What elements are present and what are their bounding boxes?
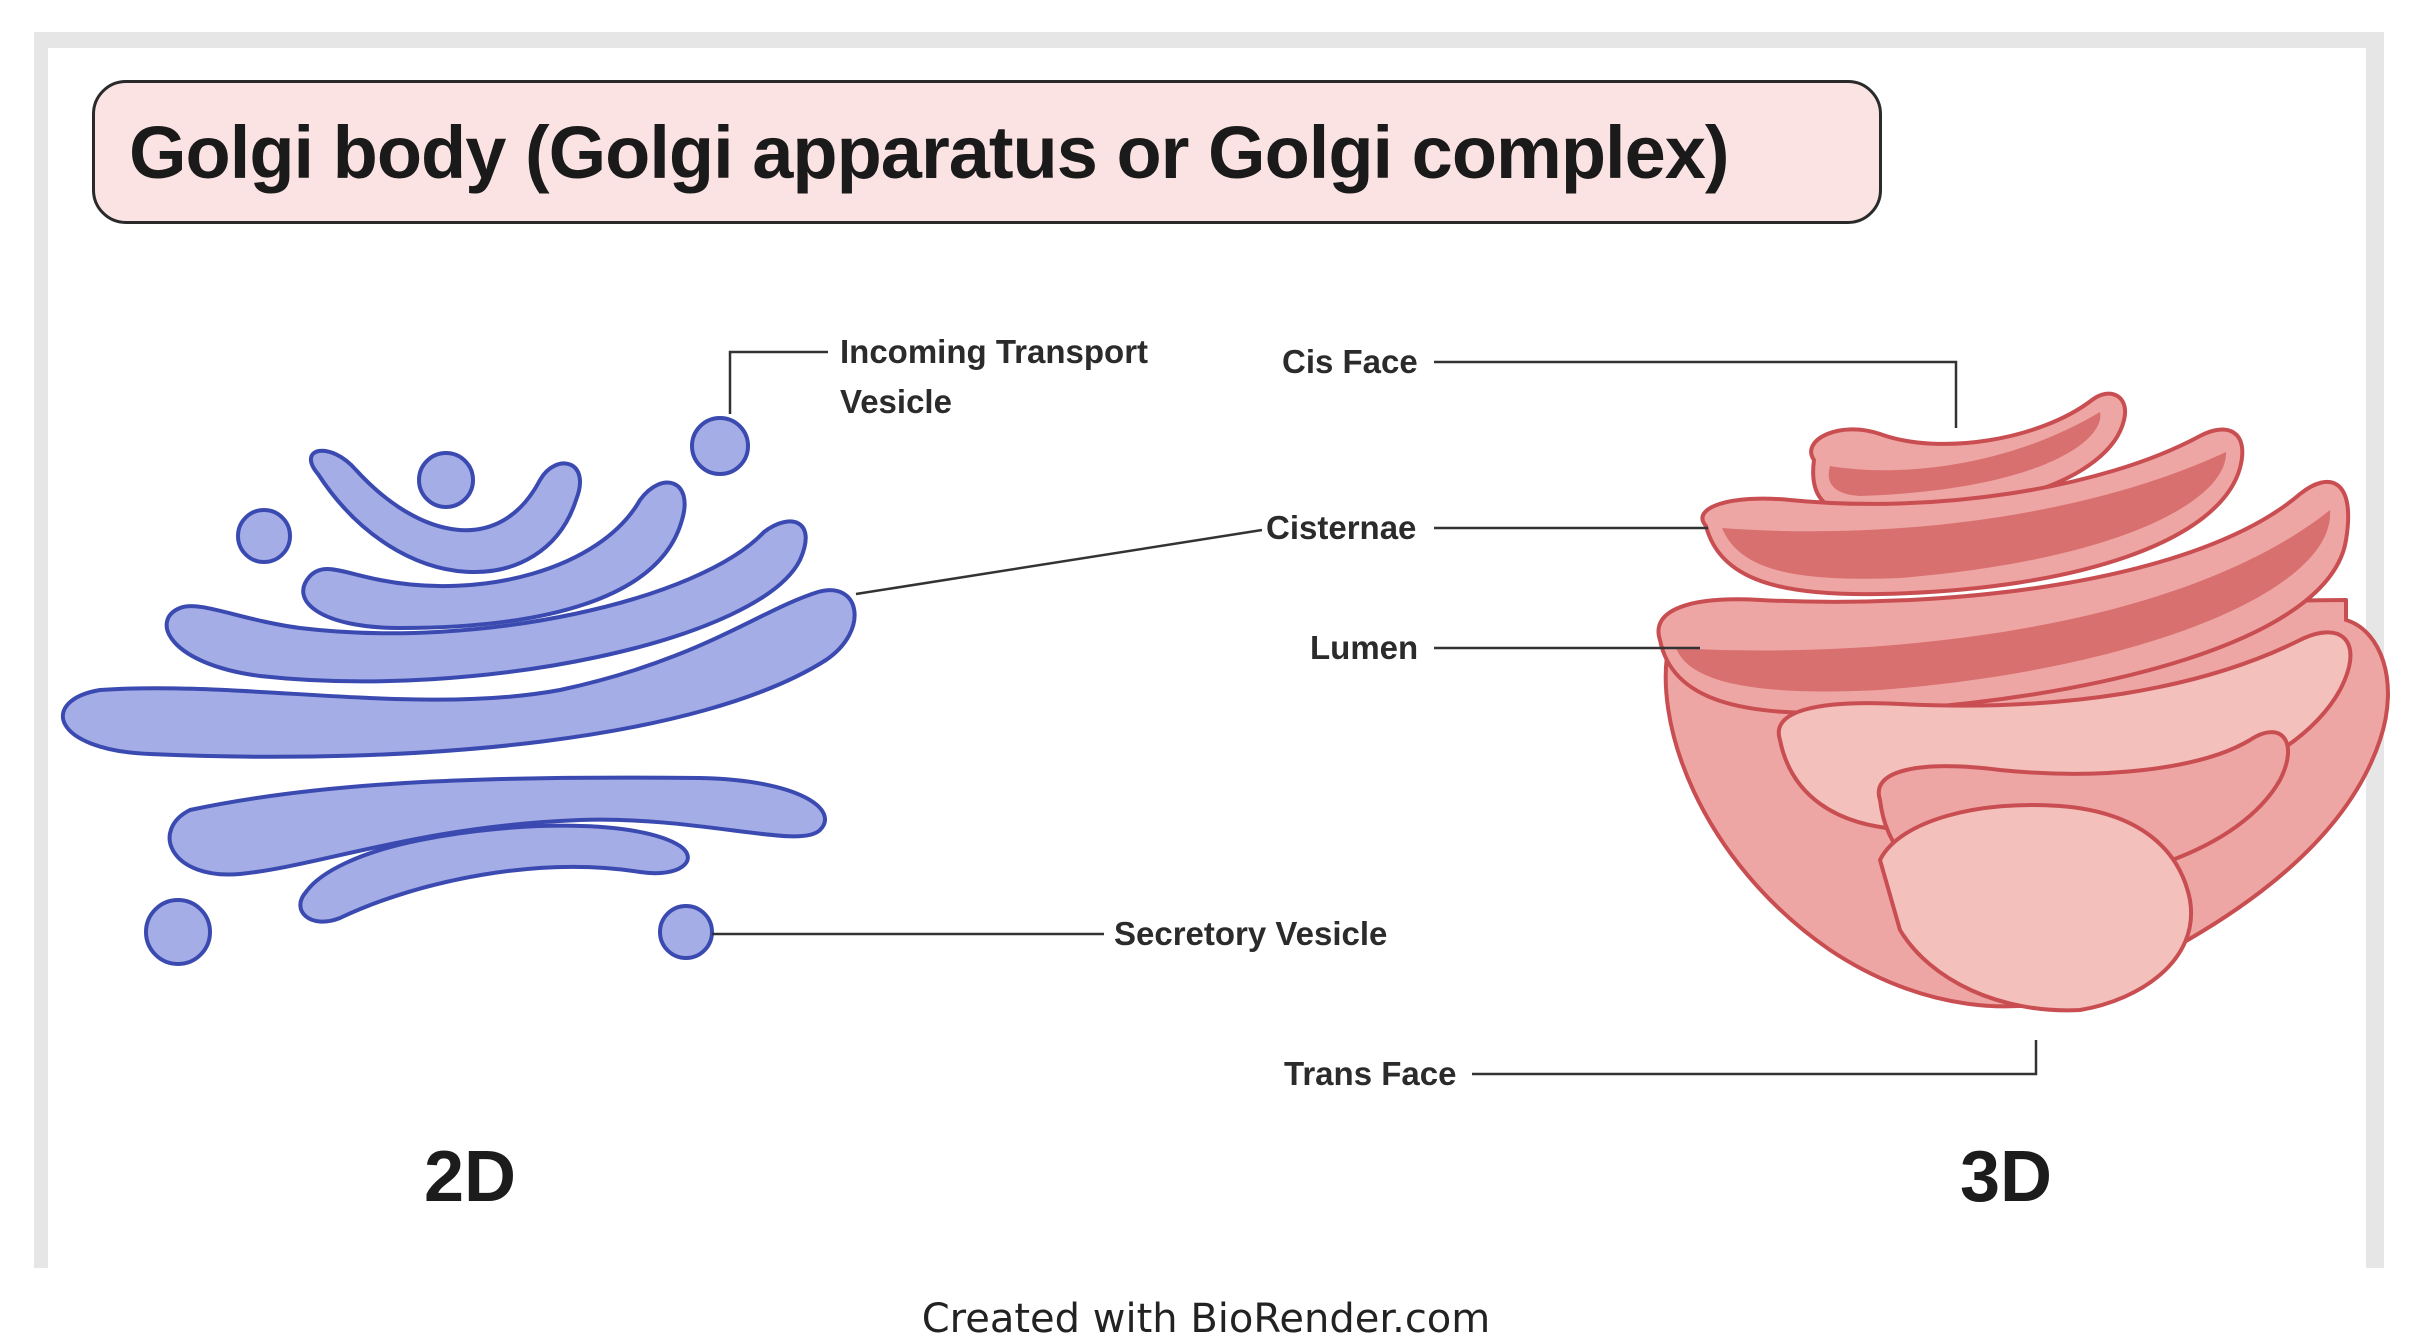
- label-cisternae: Cisternae: [1266, 509, 1417, 546]
- vesicle-bottom-left: [144, 898, 212, 966]
- golgi-2d-illustration: [60, 416, 857, 966]
- cisterna-5: [167, 775, 827, 877]
- leader-cis-face: [1434, 360, 1958, 428]
- leader-trans-face: [1472, 1040, 2038, 1076]
- vesicle-incoming: [690, 416, 750, 476]
- fold-3d-front-3: [1878, 802, 2194, 1013]
- vesicle-secretory: [658, 904, 714, 960]
- lumen-3d-top: [1828, 412, 2101, 496]
- page-title: Golgi body (Golgi apparatus or Golgi com…: [129, 110, 1730, 194]
- cisterna-2: [301, 480, 687, 630]
- label-lumen: Lumen: [1310, 629, 1419, 666]
- lumen-3d-middle: [1722, 452, 2227, 579]
- leader-incoming: [728, 350, 828, 414]
- label-3d-view: 3D: [1960, 1137, 2053, 1217]
- label-trans-face: Trans Face: [1284, 1055, 1457, 1092]
- label-incoming-vesicle: Vesicle: [840, 383, 952, 420]
- cisterna-1: [309, 448, 582, 574]
- leader-lines-2d: [712, 350, 1263, 936]
- cisterna-6: [298, 823, 690, 924]
- leader-lines-3d: [1434, 360, 2038, 1076]
- label-cis-face: Cis Face: [1282, 343, 1418, 380]
- golgi-3d-illustration: [1656, 391, 2390, 1013]
- label-incoming-transport: Incoming Transport: [840, 333, 1149, 370]
- vesicle-top-left: [236, 508, 292, 564]
- vesicle-top-middle: [417, 451, 475, 509]
- label-secretory-vesicle: Secretory Vesicle: [1114, 915, 1388, 952]
- leader-cisternae: [855, 528, 1263, 596]
- lumen-3d-large: [1676, 510, 2331, 692]
- cisterna-4: [60, 588, 857, 759]
- cisterna-3: [164, 519, 808, 684]
- label-2d-view: 2D: [424, 1137, 517, 1217]
- credit-text: Created with BioRender.com: [921, 1296, 1491, 1342]
- title-box: Golgi body (Golgi apparatus or Golgi com…: [92, 80, 1882, 224]
